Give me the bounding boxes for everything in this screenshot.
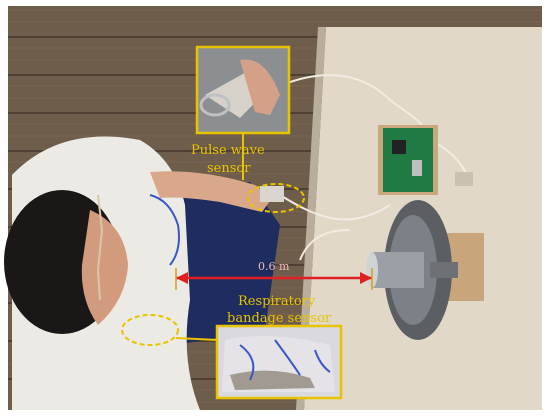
shirt-print <box>149 194 180 266</box>
desk-edge <box>296 27 326 410</box>
distance-arrow <box>175 268 373 290</box>
pulse-inset <box>195 45 291 135</box>
distance-label: 0.6 m <box>258 260 290 273</box>
resp-highlight-ellipse <box>121 314 179 346</box>
resp-label-line2: bandage sensor <box>227 311 332 326</box>
radar-antenna-icon <box>366 200 458 340</box>
glasses <box>97 194 103 301</box>
resp-callout-line <box>175 337 219 341</box>
resp-label-line1: Respiratory <box>238 294 316 309</box>
annotation-markers <box>121 133 305 346</box>
person-face <box>81 210 128 325</box>
connector <box>455 172 473 186</box>
respiratory-inset <box>215 324 343 400</box>
person-arm <box>150 171 272 212</box>
circuit-board-icon <box>378 125 438 195</box>
pulse-highlight-ellipse <box>247 183 305 213</box>
pulse-label-line1: Pulse wave <box>191 143 265 158</box>
pulse-label-line2: sensor <box>207 161 251 176</box>
pulse-sensor-clip <box>260 186 284 202</box>
